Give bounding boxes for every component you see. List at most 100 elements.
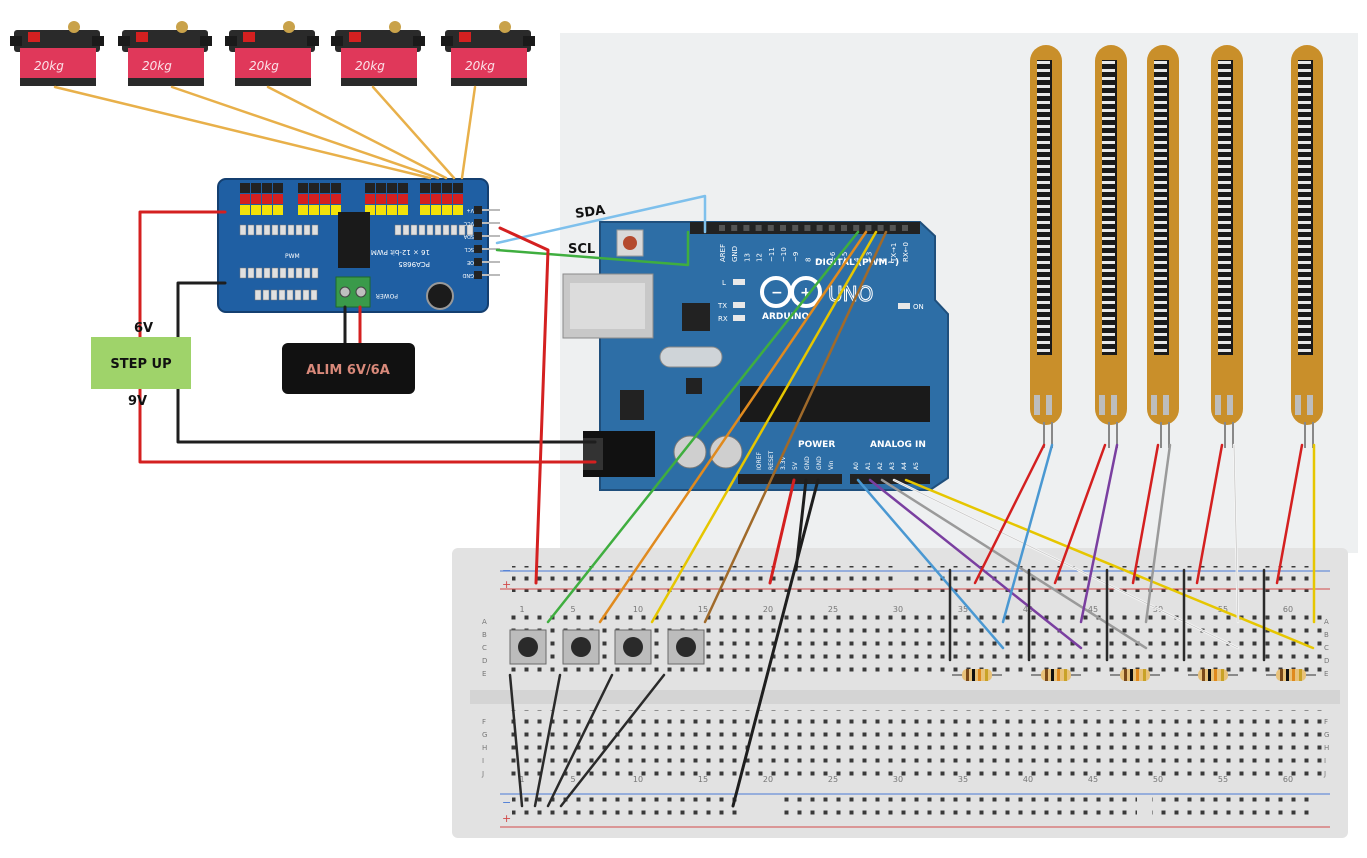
column-number: 30 xyxy=(893,605,903,614)
pca-pwm-label: PWM xyxy=(285,253,300,260)
push-button xyxy=(614,629,652,665)
row-label: J xyxy=(1323,770,1326,778)
column-number: 5 xyxy=(570,605,575,614)
column-number: 20 xyxy=(763,775,773,784)
row-label: I xyxy=(1324,757,1326,765)
servo-motor: 20kg xyxy=(10,21,104,86)
analog-pin-label: A1 xyxy=(865,462,872,470)
crystal xyxy=(659,346,723,368)
resistors xyxy=(952,669,1316,681)
column-number: 10 xyxy=(633,775,643,784)
analog-pin-label: A5 xyxy=(913,462,920,470)
servo-header-block xyxy=(298,183,341,215)
column-number: 1 xyxy=(519,775,524,784)
reset-button xyxy=(616,229,644,257)
row-label: F xyxy=(482,718,486,726)
row-label: F xyxy=(1324,718,1328,726)
servo-motor: 20kg xyxy=(331,21,425,86)
column-number: 10 xyxy=(633,605,643,614)
push-button xyxy=(509,629,547,665)
column-number: 1 xyxy=(519,605,524,614)
atmega-chip xyxy=(740,386,930,422)
digital-pin-label: 8 xyxy=(804,258,812,262)
row-label: A xyxy=(482,618,487,626)
pca-power-label: POWER xyxy=(376,292,398,299)
digital-pin-label: ~6 xyxy=(829,251,837,262)
row-label: E xyxy=(1324,670,1328,678)
power-header xyxy=(738,474,842,484)
servo-motor: 20kg xyxy=(118,21,212,86)
power-pin-label: GND xyxy=(816,456,823,470)
analog-label: ANALOG IN xyxy=(870,440,926,450)
digital-pin-label: ~9 xyxy=(792,252,800,262)
digital-pin-label: 4 xyxy=(853,257,861,262)
row-label: J xyxy=(481,770,484,778)
row-label: D xyxy=(482,657,487,665)
column-number: 5 xyxy=(570,775,575,784)
servo-motor: 20kg xyxy=(225,21,319,86)
flex-sensor xyxy=(1095,45,1127,448)
sda-label: SDA xyxy=(574,203,606,222)
column-number: 45 xyxy=(1088,775,1098,784)
power-pin-label: IOREF xyxy=(756,452,763,470)
row-label: A xyxy=(1324,618,1329,626)
pca9685-board: PWM PCA9685 16 × 12-bit PWM POWER GNDOES… xyxy=(217,178,500,313)
digital-pin-label: AREF xyxy=(719,244,727,262)
digital-pin-label: ~10 xyxy=(780,247,788,262)
step-up-label: STEP UP xyxy=(110,357,171,372)
analog-pin-label: A2 xyxy=(877,462,884,470)
push-buttons xyxy=(509,629,705,665)
resistor xyxy=(1266,669,1316,681)
pca-pin-label: SDA xyxy=(463,233,474,239)
servo-brand-label: 20kg xyxy=(465,59,495,73)
led-l-label: L xyxy=(722,279,726,287)
alim-power-supply: ALIM 6V/6A xyxy=(282,343,415,394)
pca-pin-label: V+ xyxy=(466,207,474,213)
digital-pin-label: 13 xyxy=(743,253,751,262)
row-label: E xyxy=(482,670,486,678)
flex-sensor xyxy=(1030,45,1062,448)
row-label: H xyxy=(1324,744,1329,752)
push-button xyxy=(667,629,705,665)
led-rx-label: RX xyxy=(718,315,728,323)
digital-pin-label: ~5 xyxy=(841,252,849,262)
push-button xyxy=(562,629,600,665)
resistor xyxy=(1110,669,1160,681)
resistor xyxy=(952,669,1002,681)
pca-capacitor xyxy=(426,282,454,310)
pca-pin-label: OE xyxy=(467,259,474,265)
resistor xyxy=(1188,669,1238,681)
row-label: G xyxy=(1324,731,1329,739)
rail-plus-bottom: + xyxy=(502,812,511,825)
wires xyxy=(53,85,1316,808)
digital-pin-label: GND xyxy=(731,246,739,262)
digital-pin-label: 2 xyxy=(878,258,886,262)
v6-label: 6V xyxy=(134,321,153,336)
digital-pin-label: 12 xyxy=(756,253,764,262)
v9-label: 9V xyxy=(128,394,147,409)
power-pin-label: GND xyxy=(804,456,811,470)
power-pin-label: 5V xyxy=(792,461,799,470)
column-number: 25 xyxy=(828,775,838,784)
column-number: 15 xyxy=(698,605,708,614)
column-number: 60 xyxy=(1283,775,1293,784)
row-label: D xyxy=(1324,657,1329,665)
analog-pin-label: A3 xyxy=(889,462,896,470)
flex-sensor xyxy=(1147,45,1179,448)
row-label: B xyxy=(482,631,487,639)
column-number: 15 xyxy=(698,775,708,784)
servo-header-block xyxy=(240,183,283,215)
arduino-logo: − + xyxy=(760,276,822,308)
pca-subtitle: 16 × 12-bit PWM xyxy=(371,248,430,256)
row-label: C xyxy=(482,644,487,652)
step-up-module: STEP UP xyxy=(91,337,191,389)
alim-label: ALIM 6V/6A xyxy=(306,363,390,378)
pca-pin-label: VCC xyxy=(463,220,474,226)
analog-pin-label: A0 xyxy=(853,462,860,470)
resistor xyxy=(1031,669,1081,681)
pca-pin-label: GND xyxy=(462,272,474,278)
digital-pin-label: RX←0 xyxy=(902,242,910,262)
